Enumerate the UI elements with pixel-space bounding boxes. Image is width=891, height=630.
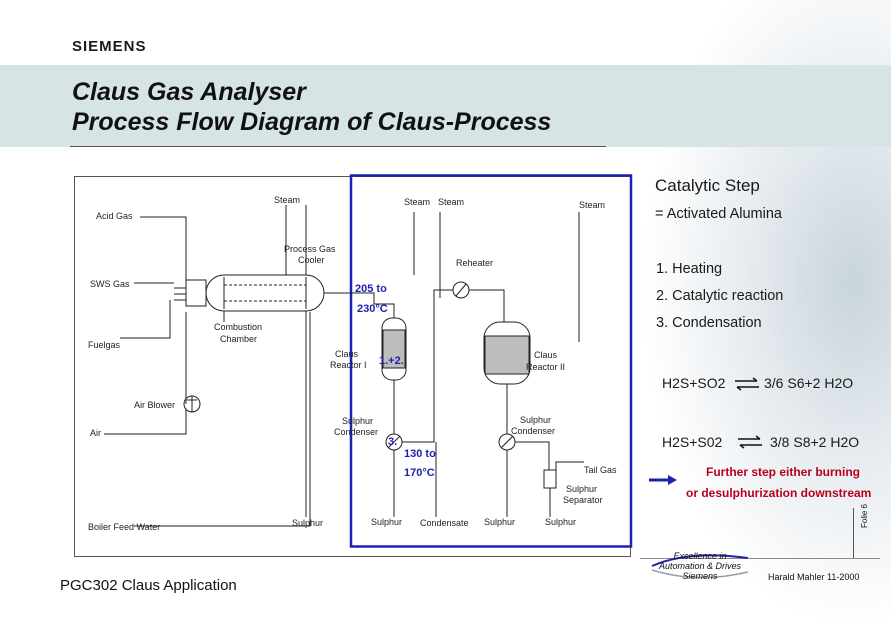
reheater-to-reactor-2 [469,289,505,322]
label-sulphur-2: Sulphur [371,517,402,527]
air-blower-blades [187,396,197,412]
label-sulphur-condenser-2a: Sulphur [520,415,551,425]
footer-application: PGC302 Claus Application [60,577,237,594]
label-combustion-chamber-2: Chamber [220,334,257,344]
page-subtitle: Process Flow Diagram of Claus-Process [72,108,552,136]
label-condensate: Condensate [420,518,469,528]
label-steam-1: Steam [274,195,300,205]
label-temp-230: 230°C [357,303,388,315]
label-temp-170: 170°C [404,467,435,479]
label-sulphur-condenser-2b: Condenser [511,426,555,436]
gas-to-reheater [402,289,453,443]
equilibrium-arrows-icon [735,377,759,391]
step-heating: 1. Heating [656,261,723,277]
label-tail-gas: Tail Gas [584,465,617,475]
label-sws-gas: SWS Gas [90,279,130,289]
label-combustion-chamber-1: Combustion [214,322,262,332]
equation-2-right: 3/8 S8+2 H2O [770,434,860,450]
boiler-feed-water-line [134,312,311,527]
label-steam-3: Steam [438,197,464,207]
step-catalytic-reaction: 2. Catalytic reaction [656,288,784,304]
label-condenser-marker: 3. [388,436,397,448]
catalytic-step-highlight [349,174,633,548]
label-sulphur-condenser-1b: Condenser [334,427,378,437]
equation-1-right: 3/6 S6+2 H2O [764,375,854,391]
label-boiler-feed-water: Boiler Feed Water [88,522,160,532]
excellence-line-1: Excellence in [673,551,727,561]
tail-gas-line [555,461,584,470]
label-sulphur-1: Sulphur [292,518,323,528]
label-claus-reactor-2b: Reactor II [526,362,565,372]
acid-gas-line [140,216,187,280]
label-steam-4: Steam [579,200,605,210]
slide-number: Folie 6 [860,503,869,528]
catalyst-bed-2 [484,335,530,375]
label-process-gas-cooler-1: Process Gas [284,244,336,254]
footer-divider [640,558,880,559]
excellence-line-2: Automation & Drives [658,561,742,571]
label-sulphur-separator-2: Separator [563,495,603,505]
label-steam-2: Steam [404,197,430,207]
page-title: Claus Gas Analyser [72,78,306,106]
note-line-1: Further step either burning [706,465,861,479]
label-claus-reactor-1b: Reactor I [330,360,367,370]
catalyst-bed-1 [382,329,406,369]
air-line [104,409,187,435]
excellence-swoosh-icon [651,554,749,579]
label-temp-130: 130 to [404,448,436,460]
step-condensation: 3. Condensation [656,315,762,331]
title-underline [70,146,606,147]
arrow-right-icon [649,475,677,485]
folie-divider [853,508,854,558]
gas-to-separator [515,441,550,470]
burner-inlets [174,287,186,301]
label-acid-gas: Acid Gas [96,211,133,221]
author-date: Harald Mahler 11-2000 [768,572,860,582]
excellence-tagline: Excellence in Automation & Drives Siemen… [648,551,752,581]
label-air: Air [90,428,101,438]
equation-2-left: H2S+S02 [662,434,723,450]
label-fuelgas: Fuelgas [88,340,121,350]
siemens-logo: SIEMENS [72,38,147,55]
fuelgas-line [120,300,171,339]
label-claus-reactor-2a: Claus [534,350,558,360]
catalytic-step-heading: Catalytic Step [655,176,760,195]
gas-to-reactor-1 [324,292,395,318]
equation-1-left: H2S+SO2 [662,375,726,391]
excellence-line-3: Siemens [682,571,718,581]
process-flow-diagram: Acid Gas SWS Gas Fuelgas Air Air Blower … [74,174,633,557]
condenser-2-arrow [500,435,514,449]
label-sulphur-condenser-1a: Sulphur [342,416,373,426]
label-reheater: Reheater [456,258,493,268]
equilibrium-arrows-icon-2 [738,435,762,449]
label-air-blower: Air Blower [134,400,175,410]
title-band [0,65,891,147]
catalytic-step-subheading: = Activated Alumina [655,206,782,222]
label-process-gas-cooler-2: Cooler [298,255,325,265]
label-sulphur-4: Sulphur [545,517,576,527]
label-claus-reactor-1a: Claus [335,349,359,359]
label-sulphur-3: Sulphur [484,517,515,527]
label-sulphur-separator-1: Sulphur [566,484,597,494]
note-line-2: or desulphurization downstream [686,486,872,500]
condenser-1-arrow [387,435,401,449]
combustion-chamber-burner [185,279,207,307]
label-reactor-marker: 1.+2. [379,355,404,367]
reheater-arrow [455,283,467,297]
label-temp-205: 205 to [355,283,387,295]
sulphur-separator [543,469,557,489]
